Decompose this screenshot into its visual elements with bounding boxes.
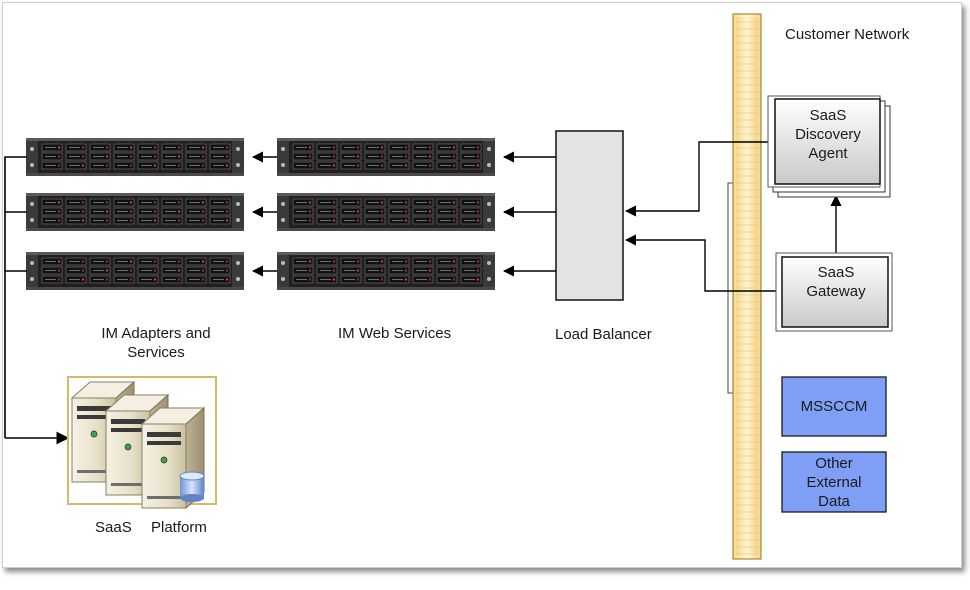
saas-platform-servers — [67, 376, 217, 510]
firewall-band — [727, 13, 762, 560]
saas-platform-label-a: SaaS — [95, 519, 132, 536]
gateway-box — [775, 252, 893, 332]
discovery-agent-label: SaaS Discovery Agent — [795, 107, 861, 162]
discovery-agent-box — [767, 95, 891, 198]
gateway-to-lb-arrow — [624, 234, 782, 292]
saas-platform-label-b: Platform — [151, 519, 207, 536]
web-server-3 — [277, 252, 495, 290]
adapter-server-3 — [26, 252, 244, 290]
web-to-adapter-arrows — [251, 151, 277, 277]
im-web-services-label: IM Web Services — [338, 325, 452, 342]
adapter-bus-line — [4, 156, 27, 438]
web-server-1 — [277, 138, 495, 176]
load-balancer-label: Load Balancer — [555, 326, 652, 343]
lb-to-web-arrows — [502, 151, 556, 277]
im-adapters-label: IM Adapters and Services — [101, 325, 211, 361]
other-data-box — [781, 451, 887, 513]
msccm-box — [781, 376, 887, 437]
other-data-label: Other External Data — [806, 455, 862, 510]
adapter-server-2 — [26, 193, 244, 231]
customer-network-label: Customer Network — [785, 26, 910, 43]
adapter-server-1 — [26, 138, 244, 176]
agent-to-lb-arrow — [624, 141, 778, 217]
gateway-label: SaaS Gateway — [806, 264, 866, 300]
web-server-2 — [277, 193, 495, 231]
load-balancer-box — [555, 130, 624, 301]
msccm-label: MSSCCM — [800, 398, 868, 415]
database-icon — [179, 471, 205, 502]
im-adapter-servers — [26, 138, 244, 290]
im-web-service-servers — [277, 138, 495, 290]
